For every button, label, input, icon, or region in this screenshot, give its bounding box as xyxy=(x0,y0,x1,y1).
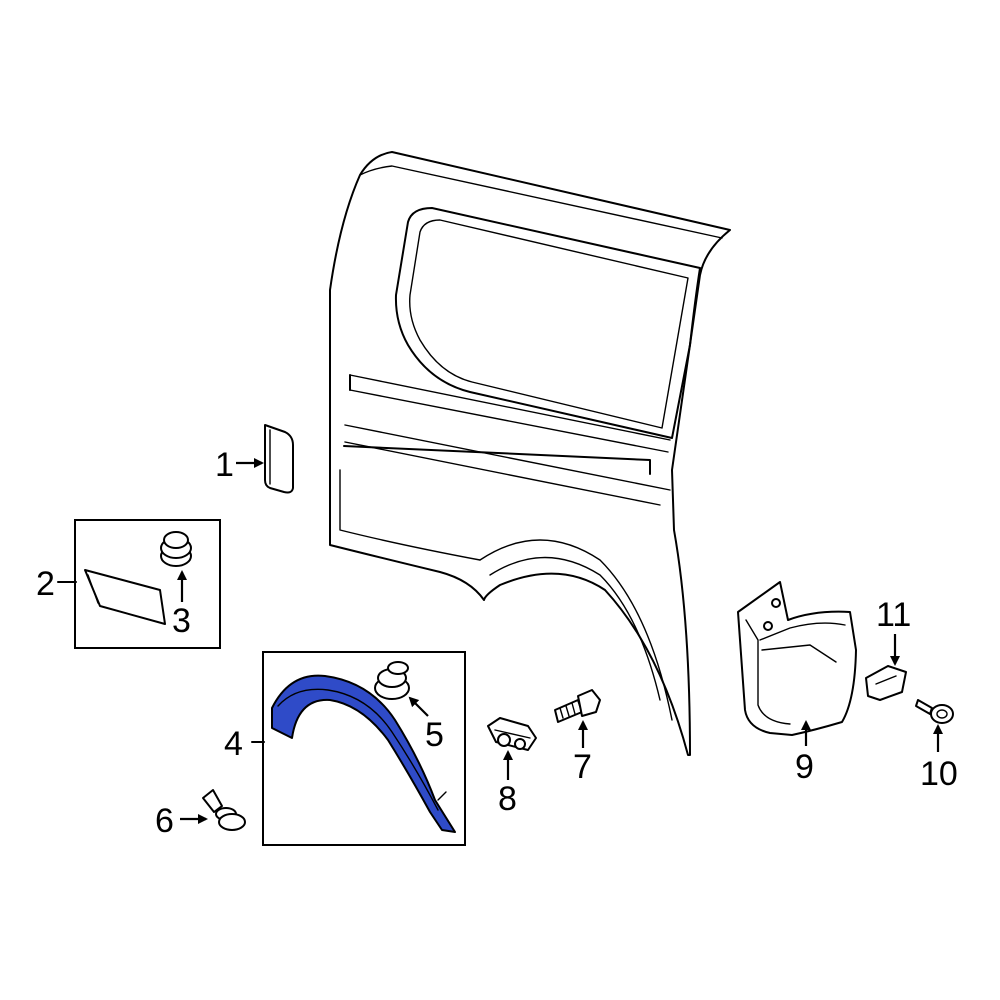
part-8-retainer xyxy=(487,717,537,751)
part-3-clip xyxy=(160,531,192,567)
callout-7: 7 xyxy=(573,748,592,786)
part-2-molding xyxy=(84,569,166,625)
molding-shape xyxy=(271,674,456,833)
part-6-push-pin xyxy=(202,789,246,831)
callout-6: 6 xyxy=(155,802,174,840)
callout-9: 9 xyxy=(795,748,814,786)
group-box-4-5 xyxy=(262,651,466,846)
callout-5: 5 xyxy=(425,716,444,754)
group-box-2-3 xyxy=(74,519,221,649)
part-10-screw xyxy=(915,699,954,724)
part-1-trim-panel xyxy=(264,424,294,494)
part-7-bolt xyxy=(554,689,601,723)
callout-11: 11 xyxy=(876,596,911,634)
part-5-clip xyxy=(374,661,410,700)
callout-3: 3 xyxy=(172,602,191,640)
part-9-mud-guard xyxy=(737,581,857,736)
arrow-5 xyxy=(408,696,429,717)
callout-8: 8 xyxy=(498,780,517,818)
callout-4: 4 xyxy=(224,725,243,763)
callout-10: 10 xyxy=(920,755,958,793)
body-side-panel xyxy=(329,151,731,756)
callout-2: 2 xyxy=(36,565,55,603)
part-11-clip-nut xyxy=(865,665,907,701)
callout-1: 1 xyxy=(215,446,234,484)
part-4-wheel-opening-molding xyxy=(271,674,456,833)
